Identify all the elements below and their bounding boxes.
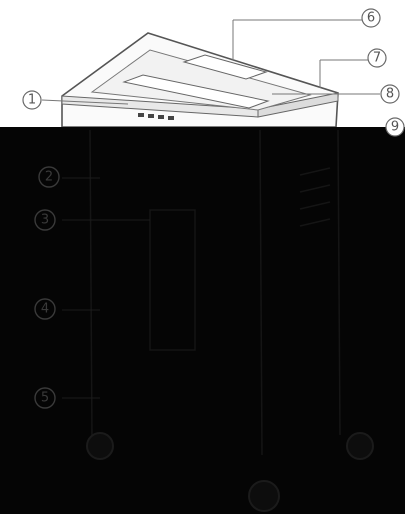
callout-3-label: 3 [41, 213, 49, 228]
callouts: 1 6 7 8 9 2 3 4 [22, 8, 405, 409]
shredder-top [61, 32, 339, 128]
caster-wheel [346, 432, 374, 460]
control-button [158, 115, 164, 119]
casters [86, 432, 374, 512]
callout-6-label: 6 [367, 11, 375, 26]
callout-1: 1 [22, 90, 42, 110]
paper-slot-upper [182, 54, 268, 80]
callout-2: 2 [38, 166, 60, 188]
lid-side-rim [257, 92, 339, 118]
paper-slot-lower [122, 74, 270, 109]
callout-2-label: 2 [45, 170, 53, 185]
caster-wheel [248, 480, 280, 512]
callout-1-label: 1 [28, 93, 36, 108]
control-button [168, 116, 174, 120]
shredder-body [0, 127, 405, 514]
control-panel [138, 113, 174, 120]
callout-6: 6 [361, 8, 381, 28]
callout-5-label: 5 [41, 391, 49, 406]
body-left-edge [89, 129, 93, 441]
callout-4: 4 [34, 298, 56, 320]
body-details [89, 129, 341, 456]
control-button [138, 113, 144, 117]
callout-5: 5 [34, 387, 56, 409]
control-button [148, 114, 154, 118]
lid-inner-panel [90, 49, 312, 111]
callout-3: 3 [34, 209, 56, 231]
callout-9-label: 9 [391, 120, 399, 135]
callout-7: 7 [367, 48, 387, 68]
window-frame [149, 209, 196, 351]
leader-lines [41, 19, 380, 399]
callout-8-label: 8 [386, 87, 394, 102]
body-right-edge [337, 129, 341, 436]
body-front-right-edge [259, 129, 263, 456]
caster-wheel [86, 432, 114, 460]
leader-line-1 [41, 99, 129, 105]
callout-7-label: 7 [373, 51, 381, 66]
callout-4-label: 4 [41, 302, 49, 317]
side-vents [299, 167, 331, 227]
callout-8: 8 [380, 84, 400, 104]
callout-9: 9 [385, 117, 405, 137]
